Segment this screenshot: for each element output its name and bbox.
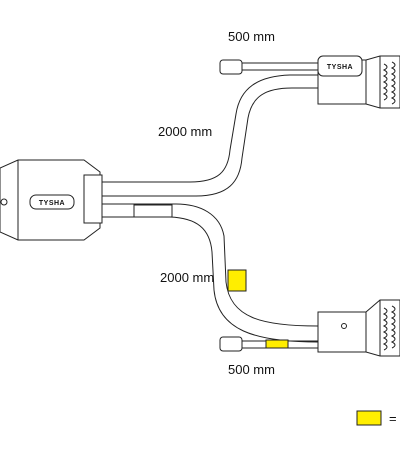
legend-equals: = — [389, 411, 397, 426]
lower-branch-cable — [100, 203, 319, 343]
upper-pigtail-wire — [242, 62, 318, 71]
upper-pigtail-length-label: 500 mm — [228, 29, 275, 44]
main-connector-hole — [0, 198, 8, 206]
lower-branch-length-label: 2000 mm — [160, 270, 214, 285]
highlight-segment-pigtail — [265, 339, 289, 349]
main-connector-logo: TYSHA — [39, 200, 65, 207]
main-connector-logo-badge — [29, 194, 75, 210]
cable-sleeve — [133, 204, 173, 218]
lower-plug-hole — [341, 323, 347, 329]
upper-branch-length-label: 2000 mm — [158, 124, 212, 139]
legend: = — [356, 410, 397, 426]
legend-swatch — [356, 410, 382, 426]
upper-pigtail-terminal — [219, 59, 243, 75]
lower-pigtail-terminal — [219, 336, 243, 352]
upper-branch-cable — [100, 74, 318, 197]
highlight-segment-branch — [227, 269, 247, 292]
upper-plug-connector: TYSHA — [317, 55, 400, 109]
lower-pigtail-length-label: 500 mm — [228, 362, 275, 377]
main-connector: TYSHA — [0, 159, 103, 241]
lower-plug-connector — [317, 299, 400, 357]
upper-plug-logo: TYSHA — [327, 64, 353, 71]
